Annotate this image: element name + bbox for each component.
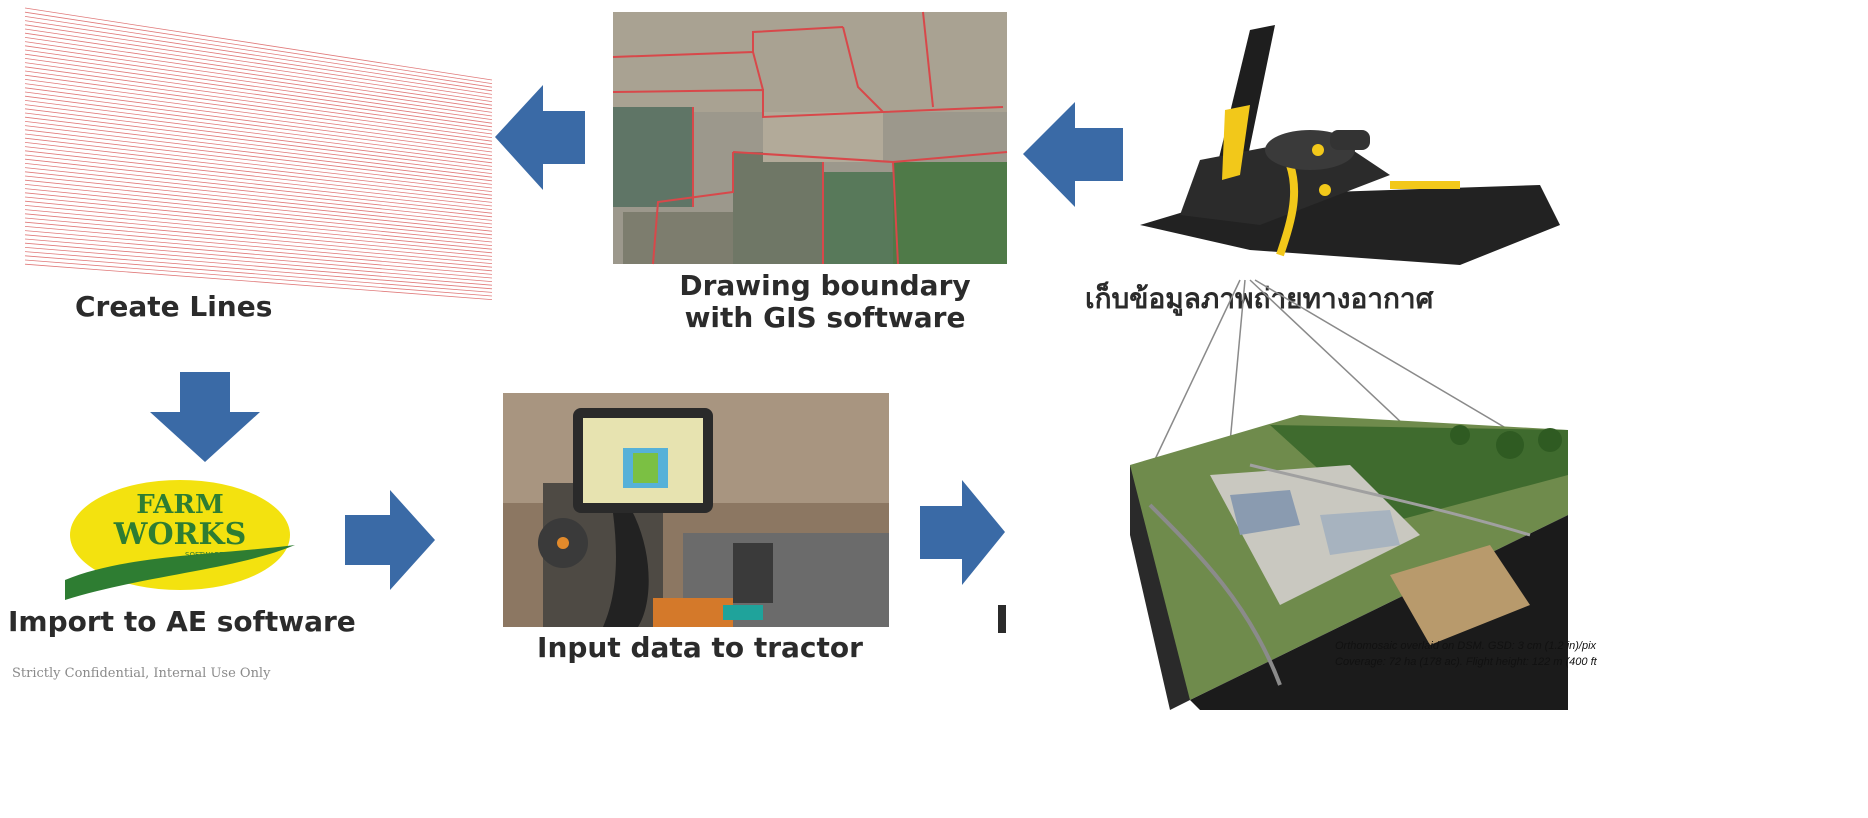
tractor-cab-photo: [503, 393, 889, 627]
guidance-line: [24, 188, 493, 236]
guidance-line: [24, 125, 493, 182]
guidance-line: [24, 37, 493, 106]
guidance-line: [24, 196, 493, 243]
confidential-footer: Strictly Confidential, Internal Use Only: [12, 666, 271, 681]
guidance-line: [24, 259, 493, 297]
arrow-left-icon: [1023, 102, 1123, 207]
orthomosaic-3d-map: [1130, 415, 1568, 710]
guidance-line: [24, 175, 493, 225]
guidance-line: [24, 53, 493, 120]
arrow-down-icon: [150, 372, 260, 462]
guidance-line: [24, 167, 493, 218]
guidance-line: [24, 95, 493, 156]
guidance-line: [24, 49, 493, 117]
guidance-line: [24, 11, 493, 84]
guidance-line: [24, 28, 493, 99]
guidance-line: [24, 221, 493, 264]
map-caption: Orthomosaic overlaid on DSM. GSD: 3 cm (…: [1335, 640, 1597, 668]
clipped-label-fragment: [998, 605, 1006, 633]
guidance-line: [24, 247, 493, 286]
guidance-line: [24, 133, 493, 189]
farmworks-logo-line1: FARM: [136, 490, 224, 520]
create-lines-label: Create Lines: [75, 290, 273, 323]
guidance-line: [24, 192, 493, 239]
guidance-line: [24, 7, 493, 81]
guidance-line: [24, 70, 493, 135]
import-ae-label: Import to AE software: [8, 605, 356, 638]
guidance-line: [24, 213, 493, 257]
guidance-line: [24, 158, 493, 210]
guidance-line: [24, 230, 493, 272]
create-lines-graphic: [24, 7, 493, 300]
guidance-line: [24, 58, 493, 124]
map-caption-line1: Orthomosaic overlaid on DSM. GSD: 3 cm (…: [1335, 640, 1597, 652]
gis-boundary-photo: [612, 11, 1008, 265]
drawing-boundary-label: Drawing boundary with GIS software: [660, 269, 990, 335]
drawing-boundary-line1: Drawing boundary: [679, 269, 971, 302]
guidance-line: [24, 184, 493, 232]
arrow-right-icon: [345, 490, 435, 590]
guidance-line: [24, 79, 493, 142]
guidance-line: [24, 137, 493, 192]
guidance-line: [24, 66, 493, 131]
guidance-line: [24, 200, 493, 246]
guidance-line: [24, 154, 493, 207]
map-caption-line2: Coverage: 72 ha (178 ac). Flight height:…: [1335, 656, 1597, 668]
guidance-line: [24, 171, 493, 221]
guidance-line: [24, 45, 493, 113]
farmworks-logo-line2: WORKS: [113, 517, 247, 552]
guidance-line: [24, 108, 493, 167]
guidance-line: [24, 255, 493, 293]
guidance-line: [24, 104, 493, 164]
guidance-line: [24, 91, 493, 153]
guidance-line: [24, 217, 493, 261]
guidance-line: [24, 24, 493, 95]
guidance-line: [24, 163, 493, 214]
guidance-line: [24, 20, 493, 92]
guidance-line: [24, 251, 493, 290]
input-tractor-label: Input data to tractor: [537, 631, 863, 664]
guidance-line: [24, 32, 493, 102]
guidance-line: [24, 129, 493, 185]
guidance-line: [24, 226, 493, 268]
guidance-line: [24, 209, 493, 254]
guidance-line: [24, 74, 493, 138]
arrow-left-icon: [495, 85, 585, 190]
farmworks-logo-line3: SOFTWARE: [185, 551, 224, 559]
guidance-line: [24, 83, 493, 146]
guidance-line: [24, 116, 493, 174]
guidance-line: [24, 41, 493, 110]
guidance-line: [24, 150, 493, 203]
guidance-line: [24, 263, 493, 300]
guidance-line: [24, 242, 493, 282]
guidance-line: [24, 179, 493, 228]
guidance-line: [24, 112, 493, 171]
arrow-right-icon: [920, 480, 1005, 585]
farmworks-logo: FARM WORKS SOFTWARE: [65, 475, 295, 615]
guidance-line: [24, 87, 493, 149]
guidance-line: [24, 16, 493, 88]
guidance-line: [24, 238, 493, 279]
guidance-line: [24, 146, 493, 200]
guidance-line: [24, 121, 493, 178]
drawing-boundary-line2: with GIS software: [684, 301, 966, 335]
guidance-line: [24, 205, 493, 250]
guidance-line: [24, 142, 493, 196]
guidance-line: [24, 62, 493, 128]
drone-image: [1140, 25, 1560, 265]
guidance-line: [24, 100, 493, 160]
guidance-line: [24, 234, 493, 275]
